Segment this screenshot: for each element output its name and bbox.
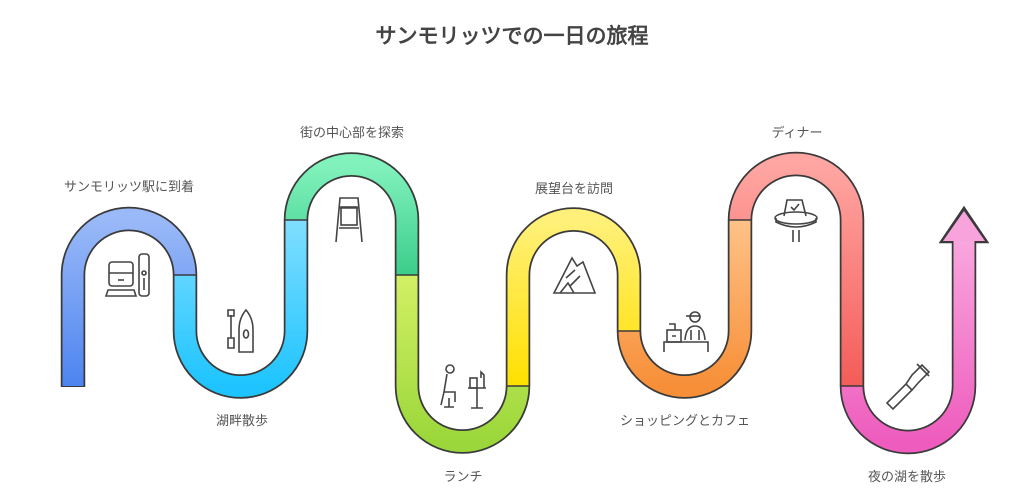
segment-3 <box>285 154 418 275</box>
step-label-3: 街の中心部を探索 <box>299 126 405 141</box>
diner-table-icon <box>440 364 486 409</box>
step-label-2: 湖畔散歩 <box>215 414 269 429</box>
step-label-6: ショッピングとカフェ <box>619 414 751 429</box>
train-station-icon <box>104 253 150 297</box>
sign-board-icon <box>335 197 363 243</box>
cashier-icon <box>663 311 709 352</box>
step-label-4: ランチ <box>443 470 483 485</box>
segment-1 <box>62 208 196 386</box>
flashlight-icon <box>885 363 931 411</box>
diagram-title: サンモリッツでの一日の旅程 <box>375 24 649 48</box>
segment-8 <box>841 241 975 453</box>
step-label-7: ディナー <box>771 126 823 141</box>
arrow-head-icon <box>943 211 985 241</box>
segment-7 <box>729 153 863 386</box>
step-label-5: 展望台を訪問 <box>534 182 614 197</box>
reserved-table-icon <box>774 199 818 242</box>
step-label-1: サンモリッツ駅に到着 <box>63 180 195 195</box>
step-label-8: 夜の湖を散歩 <box>867 470 947 485</box>
segment-4 <box>396 275 529 452</box>
segment-2 <box>174 220 307 397</box>
segment-6 <box>618 220 751 397</box>
segment-5 <box>507 209 640 386</box>
paddle-boat-icon <box>227 308 254 353</box>
mountain-icon <box>552 256 597 294</box>
